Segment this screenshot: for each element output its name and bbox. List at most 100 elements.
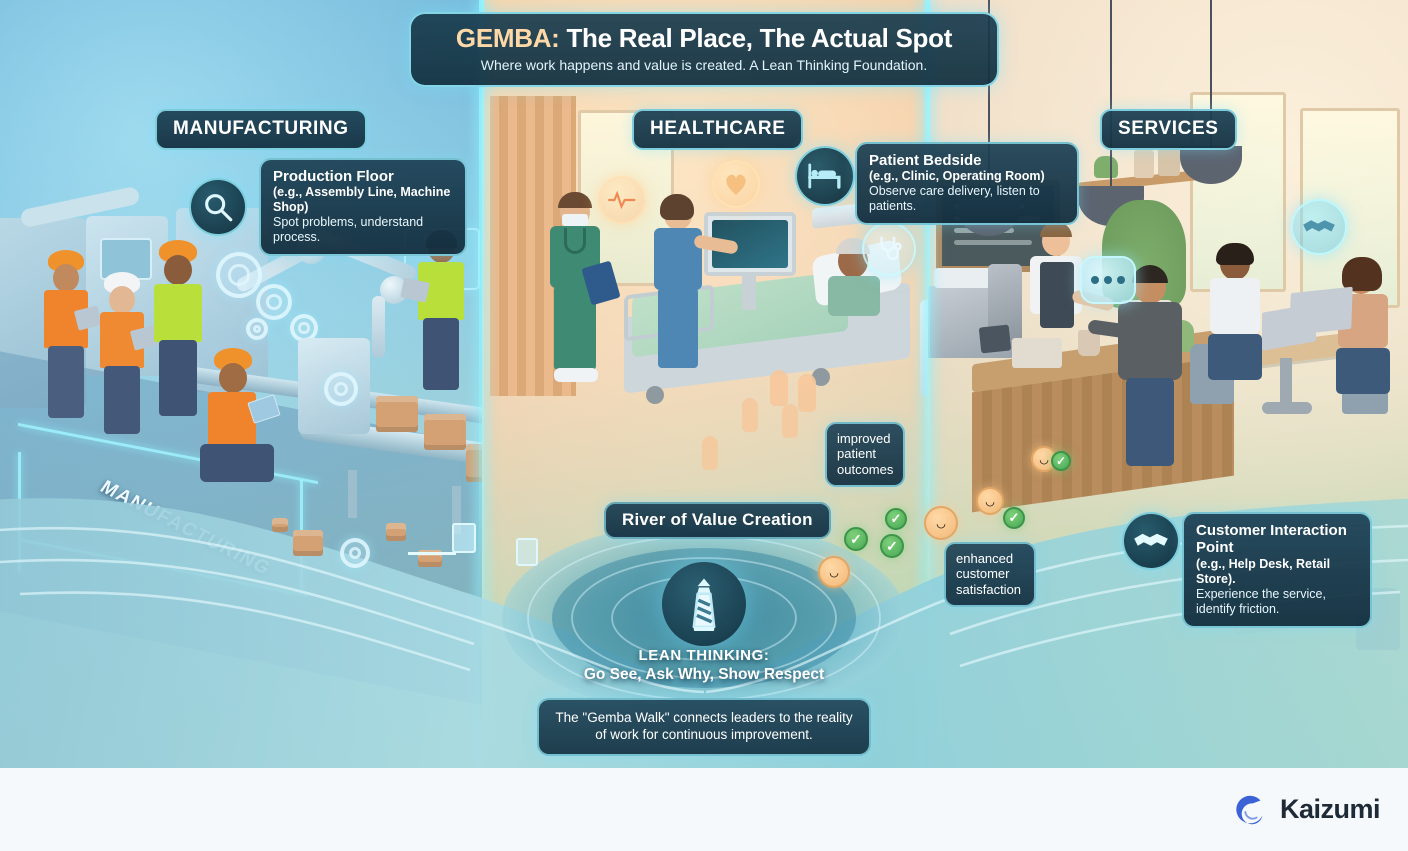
monitor-stand xyxy=(742,276,756,310)
menu-line-4 xyxy=(954,240,1032,245)
divider-mfg-hc xyxy=(479,0,484,768)
gear-icon-md xyxy=(256,284,292,320)
hospital-bed-icon[interactable] xyxy=(795,146,855,206)
jar-1 xyxy=(1134,150,1154,178)
blouse xyxy=(1210,278,1260,334)
hair xyxy=(1040,222,1072,237)
river-box-1 xyxy=(293,530,323,556)
legs xyxy=(48,346,84,418)
apron xyxy=(1040,262,1074,328)
face-mask xyxy=(562,214,588,226)
brand-name: Kaizumi xyxy=(1279,794,1381,824)
worker-3 xyxy=(146,240,210,426)
lean-principles: Go See, Ask Why, Show Respect xyxy=(583,666,825,683)
river-document-icon xyxy=(452,523,476,553)
person-glyph-5 xyxy=(702,436,718,470)
product-box-2 xyxy=(424,414,466,450)
callout-title: Customer Interaction Point xyxy=(1196,522,1347,557)
heartbeat-icon xyxy=(598,176,646,224)
smiley-face: ◡ xyxy=(829,566,839,579)
check-icon-4: ✓ xyxy=(1003,507,1025,529)
hair xyxy=(1216,243,1254,265)
table-1-leg xyxy=(1280,358,1292,406)
callout-production-floor[interactable]: Production Floor (e.g., Assembly Line, M… xyxy=(259,158,467,257)
legs xyxy=(104,366,140,434)
smiley-face: ◡ xyxy=(936,517,946,530)
page-title: GEMBA: The Real Place, The Actual Spot xyxy=(429,24,979,53)
lamp-cord-2 xyxy=(1210,0,1212,146)
person-glyph-3 xyxy=(742,398,758,432)
pants xyxy=(1336,348,1390,394)
river-gear-icon xyxy=(340,538,370,568)
section-label-healthcare[interactable]: HEALTHCARE xyxy=(632,109,804,150)
page-title-rest: The Real Place, The Actual Spot xyxy=(559,23,953,53)
barista xyxy=(1026,222,1115,366)
smiley-icon-1: ◡ xyxy=(818,556,850,588)
legs-kneeling xyxy=(200,444,274,482)
nurse xyxy=(648,194,739,388)
outcome-enhanced-customer-satisfaction: enhanced customer satisfaction xyxy=(944,542,1036,607)
callout-detail: Observe care delivery, listen to patient… xyxy=(869,184,1040,214)
pants xyxy=(1208,334,1262,380)
hair xyxy=(1132,265,1168,283)
header-banner: GEMBA: The Real Place, The Actual Spot W… xyxy=(409,12,999,87)
callout-example: (e.g., Clinic, Operating Room) xyxy=(869,169,1045,184)
conveyor-leg-1 xyxy=(348,470,357,518)
counter-condiments xyxy=(1012,338,1062,368)
bed-wheel-2 xyxy=(812,368,830,386)
smiley-face: ◡ xyxy=(985,495,995,508)
laptop-2 xyxy=(1289,286,1353,336)
scrubs-pants xyxy=(554,286,596,370)
gear-icon-xs xyxy=(246,318,268,340)
person-glyph-1 xyxy=(770,370,788,406)
divider-hc-svc xyxy=(925,0,930,768)
bed-wheel-1 xyxy=(646,386,664,404)
section-label-manufacturing[interactable]: MANUFACTURING xyxy=(155,109,367,150)
outcome-improved-patient-outcomes: improved patient outcomes xyxy=(825,422,905,487)
hair-gray xyxy=(836,238,870,254)
robot-arm-vertical xyxy=(372,296,385,358)
section-label-services[interactable]: SERVICES xyxy=(1100,109,1237,150)
chat-dot xyxy=(1117,276,1125,284)
conveyor-leg-2 xyxy=(452,486,461,534)
chat-dot xyxy=(1091,276,1099,284)
customer-at-counter xyxy=(1087,265,1188,470)
callout-customer-interaction[interactable]: Customer Interaction Point (e.g., Help D… xyxy=(1182,512,1372,628)
lighthouse-icon xyxy=(662,562,746,646)
machine-gear-icon xyxy=(324,372,358,406)
coffee-cup xyxy=(1078,330,1100,356)
safety-vest xyxy=(154,284,202,342)
check-icon-2: ✓ xyxy=(880,534,904,558)
head xyxy=(164,255,192,285)
check-icon-5: ✓ xyxy=(1051,451,1071,471)
patient xyxy=(822,236,892,316)
stethoscope-icon xyxy=(862,222,916,276)
sweater xyxy=(1118,302,1182,380)
legs xyxy=(159,340,197,416)
person-glyph-2 xyxy=(798,374,816,412)
scrubs-pants xyxy=(658,288,698,368)
hair xyxy=(558,192,592,208)
doctor xyxy=(542,192,621,396)
footer-bar: Kaizumi xyxy=(0,768,1408,851)
page-subtitle: Where work happens and value is created.… xyxy=(480,56,928,73)
brand-logo[interactable]: Kaizumi xyxy=(1232,791,1381,829)
handshake-icon-bubble xyxy=(1291,199,1347,255)
page-title-accent: GEMBA: xyxy=(455,23,560,53)
shoes xyxy=(554,368,598,382)
kaizumi-wave-logo-icon xyxy=(1236,795,1263,824)
check-icon-3: ✓ xyxy=(885,508,907,530)
hair xyxy=(1342,257,1382,291)
head xyxy=(219,363,247,393)
worker-1 xyxy=(36,250,103,430)
product-box-1 xyxy=(376,396,418,432)
chat-dot xyxy=(1104,276,1112,284)
callout-patient-bedside[interactable]: Patient Bedside (e.g., Clinic, Operating… xyxy=(855,142,1079,226)
gear-icon-lg xyxy=(216,252,262,298)
magnifier-icon[interactable] xyxy=(189,178,247,236)
handshake-icon[interactable] xyxy=(1122,512,1180,570)
worker-kneeling xyxy=(198,348,281,488)
smiley-icon-3: ◡ xyxy=(976,487,1004,515)
worker-4 xyxy=(400,230,470,410)
heart-icon xyxy=(712,160,760,208)
